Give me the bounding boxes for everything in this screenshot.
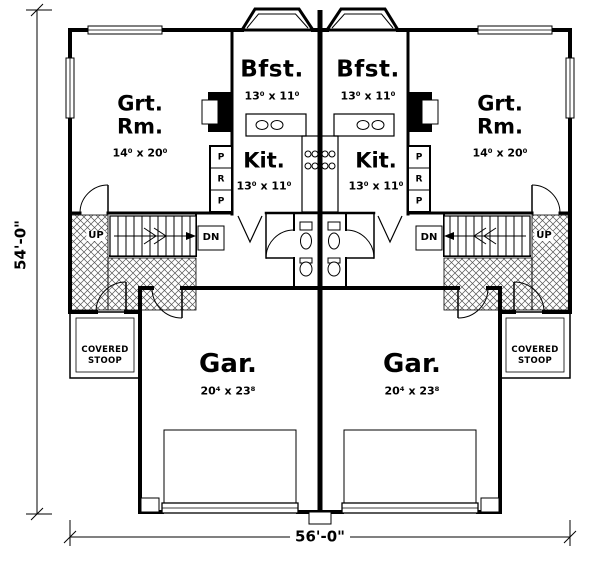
stoop-label-right-2: STOOP	[517, 355, 553, 366]
bay-windows	[239, 7, 401, 32]
breakfast-size-left: 13⁰ x 11⁰	[244, 89, 300, 103]
refrigerator-label-right: R	[415, 174, 423, 185]
pantry-label-left-top: P	[217, 152, 225, 163]
breakfast-label-left: Bfst.	[240, 56, 304, 83]
kitchen-label-left: Kit.	[243, 148, 285, 173]
breakfast-label-right: Bfst.	[336, 56, 400, 83]
kitchen-fixtures	[245, 113, 395, 213]
kitchen-label-right: Kit.	[355, 148, 397, 173]
stairs-down-label-left: DN	[200, 232, 222, 243]
kitchen-size-left: 13⁰ x 11⁰	[236, 179, 292, 193]
garage-size-right: 20⁴ x 23⁸	[384, 384, 440, 398]
garage-label-left: Gar.	[199, 349, 257, 379]
garage-size-left: 20⁴ x 23⁸	[200, 384, 256, 398]
breakfast-size-right: 13⁰ x 11⁰	[340, 89, 396, 103]
fireplaces	[201, 92, 439, 132]
stoop-label-left-1: COVERED	[81, 344, 129, 355]
great-room-label-left-2: Rm.	[116, 114, 164, 139]
stairs-down-label-right: DN	[418, 232, 440, 243]
pantry-label-right-top: P	[415, 152, 423, 163]
stairs-right	[443, 215, 531, 257]
garage-doors	[140, 497, 500, 525]
pantry-closets	[209, 145, 431, 213]
stoop-label-left-2: STOOP	[87, 355, 123, 366]
great-room-size-left: 14⁰ x 20⁰	[112, 146, 168, 160]
stairs-left	[109, 215, 197, 257]
great-room-label-right-1: Grt.	[477, 91, 523, 116]
width-dimension-label: 56'-0"	[290, 529, 350, 545]
windows	[65, 25, 575, 119]
bath-fixtures	[299, 221, 341, 277]
great-room-size-right: 14⁰ x 20⁰	[472, 146, 528, 160]
stairs-up-label-left: UP	[86, 230, 106, 241]
great-room-label-right-2: Rm.	[476, 114, 524, 139]
stairs-up-label-right: UP	[534, 230, 554, 241]
refrigerator-label-left: R	[217, 174, 225, 185]
kitchen-size-right: 13⁰ x 11⁰	[348, 179, 404, 193]
doors	[79, 184, 561, 319]
great-room-label-left-1: Grt.	[117, 91, 163, 116]
garage-label-right: Gar.	[383, 349, 441, 379]
pantry-label-left-bottom: P	[217, 196, 225, 207]
height-dimension-label: 54'-0"	[11, 220, 30, 270]
pantry-label-right-bottom: P	[415, 196, 423, 207]
stoop-label-right-1: COVERED	[511, 344, 559, 355]
